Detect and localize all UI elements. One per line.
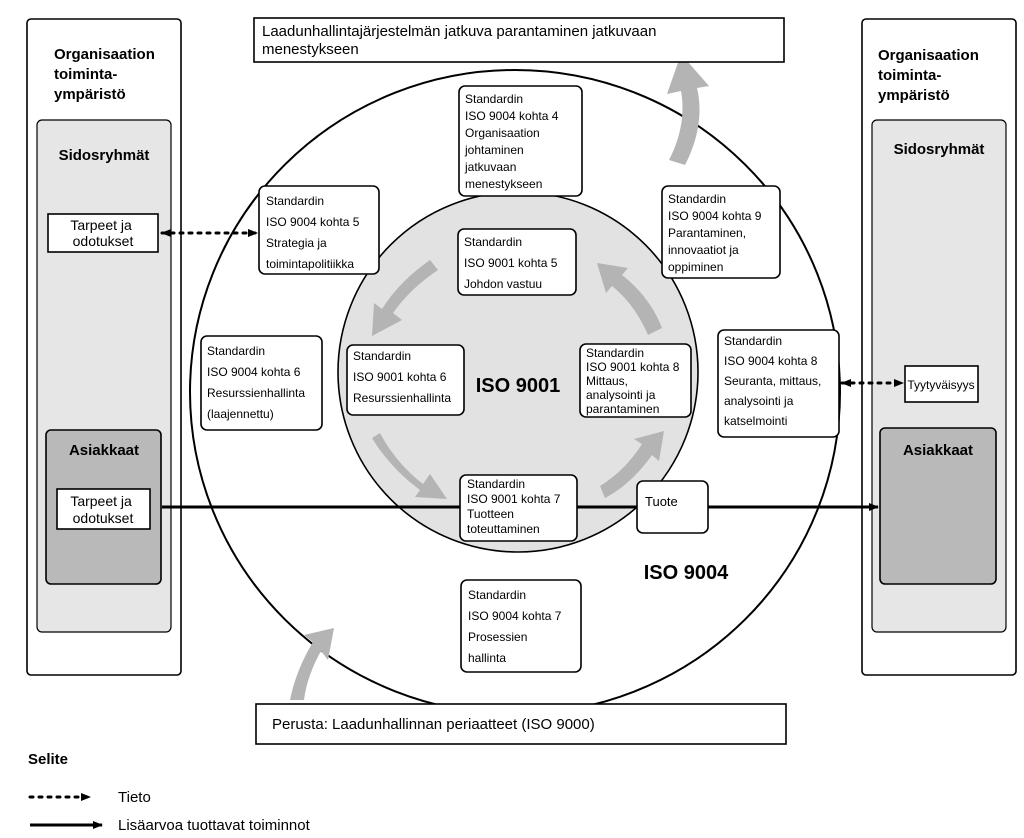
left-environment-title: Organisaation toiminta- ympäristö [54,46,159,103]
iso9004-box-k4: Standardin ISO 9004 kohta 4 Organisaatio… [458,85,583,197]
svg-text:Standardin ISO 9004 koht: Standardin ISO 9004 kohta 6 Resurssienha… [207,344,308,421]
iso9004-box-k7: Standardin ISO 9004 kohta 7 Prosessien h… [460,579,582,673]
process-cycle-arrows [372,260,664,499]
right-customers-label: Asiakkaat [903,442,973,459]
legend-title: Selite [28,751,68,768]
legend-value-label: Lisäarvoa tuottavat toiminnot [118,817,311,834]
svg-text:Standardin ISO 9004 koht: Standardin ISO 9004 kohta 9 Parantaminen… [668,192,765,274]
continuous-improvement-banner [253,17,785,63]
svg-text:Standardin ISO 9004 koht: Standardin ISO 9004 kohta 8 Seuranta, mi… [724,334,825,428]
iso9001-box-k8: Standardin ISO 9001 kohta 8 Mittaus, ana… [579,343,692,418]
iso9004-box-k8: Standardin ISO 9004 kohta 8 Seuranta, mi… [717,329,840,438]
left-customer-needs-text: Tarpeet ja odotukset [70,493,135,526]
right-environment-panel: Organisaation toiminta- ympäristö Sidosr… [861,18,1017,676]
svg-text:Standardin ISO 9001 koht: Standardin ISO 9001 kohta 6 Resurssienha… [353,349,451,405]
iso9001-box-k5: Standardin ISO 9001 kohta 5 Johdon vastu… [457,228,577,296]
iso9004-box-k6: Standardin ISO 9004 kohta 6 Resurssienha… [200,335,323,431]
cycle-arrow-top-right [597,263,662,335]
product-box [636,480,709,534]
improvement-arrow [667,54,709,165]
left-environment-panel: Organisaation toiminta- ympäristö Sidosr… [26,18,182,676]
right-satisfaction-box [904,365,979,403]
svg-text:Standardin ISO 9004 koht: Standardin ISO 9004 kohta 5 Strategia ja… [266,194,363,271]
left-customer-needs-box [56,488,151,530]
svg-text:Standardin ISO 9004 koht: Standardin ISO 9004 kohta 4 Organisaatio… [464,92,562,191]
right-satisfaction-text: Tyytyväisyys [907,378,974,392]
right-customers-area [879,427,997,585]
foundation-banner [255,703,787,745]
cycle-arrow-top-left [372,260,438,336]
svg-text:Standardin ISO 9001 koht: Standardin ISO 9001 kohta 7 Tuotteen tot… [467,477,564,536]
legend-info-label: Tieto [118,789,151,806]
legend: Selite Tieto Lisäarvoa tuottavat toiminn… [28,751,311,834]
svg-text:Standardin ISO 9001 koht: Standardin ISO 9001 kohta 8 Mittaus, ana… [586,346,683,416]
cycle-arrow-bottom-right [600,431,664,498]
left-customers-label: Asiakkaat [69,442,139,459]
iso9004-box-k5: Standardin ISO 9004 kohta 5 Strategia ja… [258,185,380,275]
left-needs-text: Tarpeet ja odotukset [70,217,135,249]
svg-text:Standardin ISO 9004 koht: Standardin ISO 9004 kohta 7 Prosessien h… [468,588,565,665]
iso9001-box-k6: Standardin ISO 9001 kohta 6 Resurssienha… [346,344,465,416]
iso9001-label: ISO 9001 [476,375,561,397]
right-environment-title: Organisaation toiminta- ympäristö [878,47,983,104]
continuous-improvement-text: Laadunhallintajärjestelmän jatkuva paran… [262,23,661,58]
cycle-arrow-bottom-left [372,433,447,499]
foundation-arrow [290,628,334,700]
left-stakeholders-label: Sidosryhmät [59,147,150,164]
product-label: Tuote [645,494,678,509]
left-needs-box [47,213,159,253]
iso9004-box-k9: Standardin ISO 9004 kohta 9 Parantaminen… [661,185,781,279]
foundation-text: Perusta: Laadunhallinnan periaatteet (IS… [272,716,595,733]
right-stakeholders-label: Sidosryhmät [894,141,985,158]
iso9001-box-k7: Standardin ISO 9001 kohta 7 Tuotteen tot… [459,474,578,542]
svg-text:Standardin ISO 9001 koht: Standardin ISO 9001 kohta 5 Johdon vastu… [464,235,561,291]
iso9004-label: ISO 9004 [644,562,729,584]
